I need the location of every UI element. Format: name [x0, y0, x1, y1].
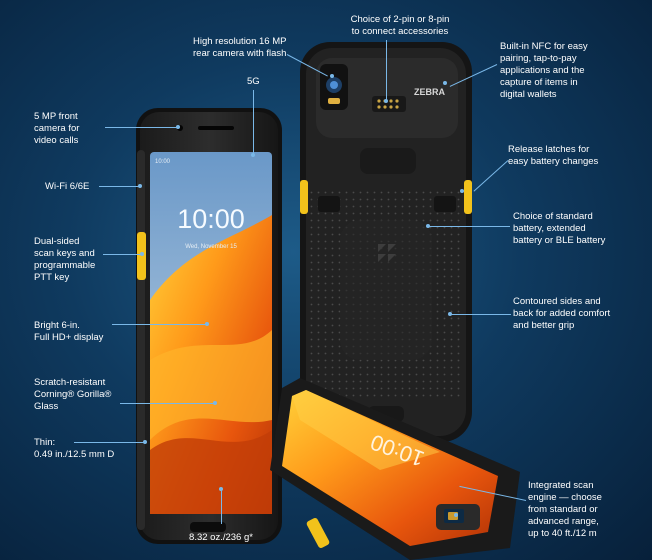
- callout-dot: [460, 189, 464, 193]
- callout-dot: [138, 184, 142, 188]
- callout-line: [253, 90, 254, 154]
- scan-key-left: [137, 232, 146, 280]
- callout-dot: [330, 74, 334, 78]
- label-battery: Choice of standard battery, extended bat…: [513, 211, 606, 246]
- callout-dot: [213, 401, 217, 405]
- label-rear-camera: High resolution 16 MP rear camera with f…: [193, 36, 287, 59]
- callout-dot: [140, 252, 144, 256]
- label-5g: 5G: [247, 76, 260, 87]
- callout-line: [386, 40, 387, 100]
- callout-dot: [251, 153, 255, 157]
- label-scan-keys: Dual-sided scan keys and programmable PT…: [34, 236, 96, 283]
- callout-dot: [384, 99, 388, 103]
- label-thin: Thin: 0.49 in./12.5 mm D: [34, 437, 115, 460]
- status-bar-time: 10:00: [155, 159, 171, 165]
- callout-dot: [443, 81, 447, 85]
- label-pins: Choice of 2-pin or 8-pin to connect acce…: [350, 14, 450, 37]
- label-latches: Release latches for easy battery changes: [508, 144, 599, 167]
- callout-dot: [454, 513, 458, 517]
- callout-line: [103, 254, 141, 255]
- callout-dot: [176, 125, 180, 129]
- callout-dot: [205, 322, 209, 326]
- callout-line: [450, 314, 511, 315]
- label-scan-engine: Integrated scan engine — choose from sta…: [528, 480, 602, 539]
- callout-line: [112, 324, 206, 325]
- callout-line: [99, 186, 139, 187]
- callout-line: [120, 403, 214, 404]
- lock-screen-date: Wed, November 15: [185, 244, 237, 250]
- back-phone: [300, 42, 472, 442]
- callout-dot: [426, 224, 430, 228]
- label-wifi: Wi-Fi 6/6E: [45, 181, 90, 192]
- label-display: Bright 6-in. Full HD+ display: [34, 320, 104, 343]
- zebra-logo: ZEBRA: [414, 87, 445, 97]
- lock-screen-clock: 10:00: [177, 204, 245, 234]
- label-glass: Scratch-resistant Corning® Gorilla® Glas…: [34, 377, 112, 412]
- callout-line: [221, 488, 222, 524]
- label-contoured: Contoured sides and back for added comfo…: [513, 296, 611, 331]
- callout-line: [428, 226, 510, 227]
- callout-line: [105, 127, 177, 128]
- callout-dot: [448, 312, 452, 316]
- label-weight: 8.32 oz./236 g*: [189, 532, 253, 543]
- callout-dot: [143, 440, 147, 444]
- callout-line: [74, 442, 144, 443]
- label-nfc: Built-in NFC for easy pairing, tap-to-pa…: [500, 41, 588, 100]
- front-phone: [136, 108, 282, 544]
- label-front-camera: 5 MP front camera for video calls: [34, 111, 80, 146]
- callout-dot: [219, 487, 223, 491]
